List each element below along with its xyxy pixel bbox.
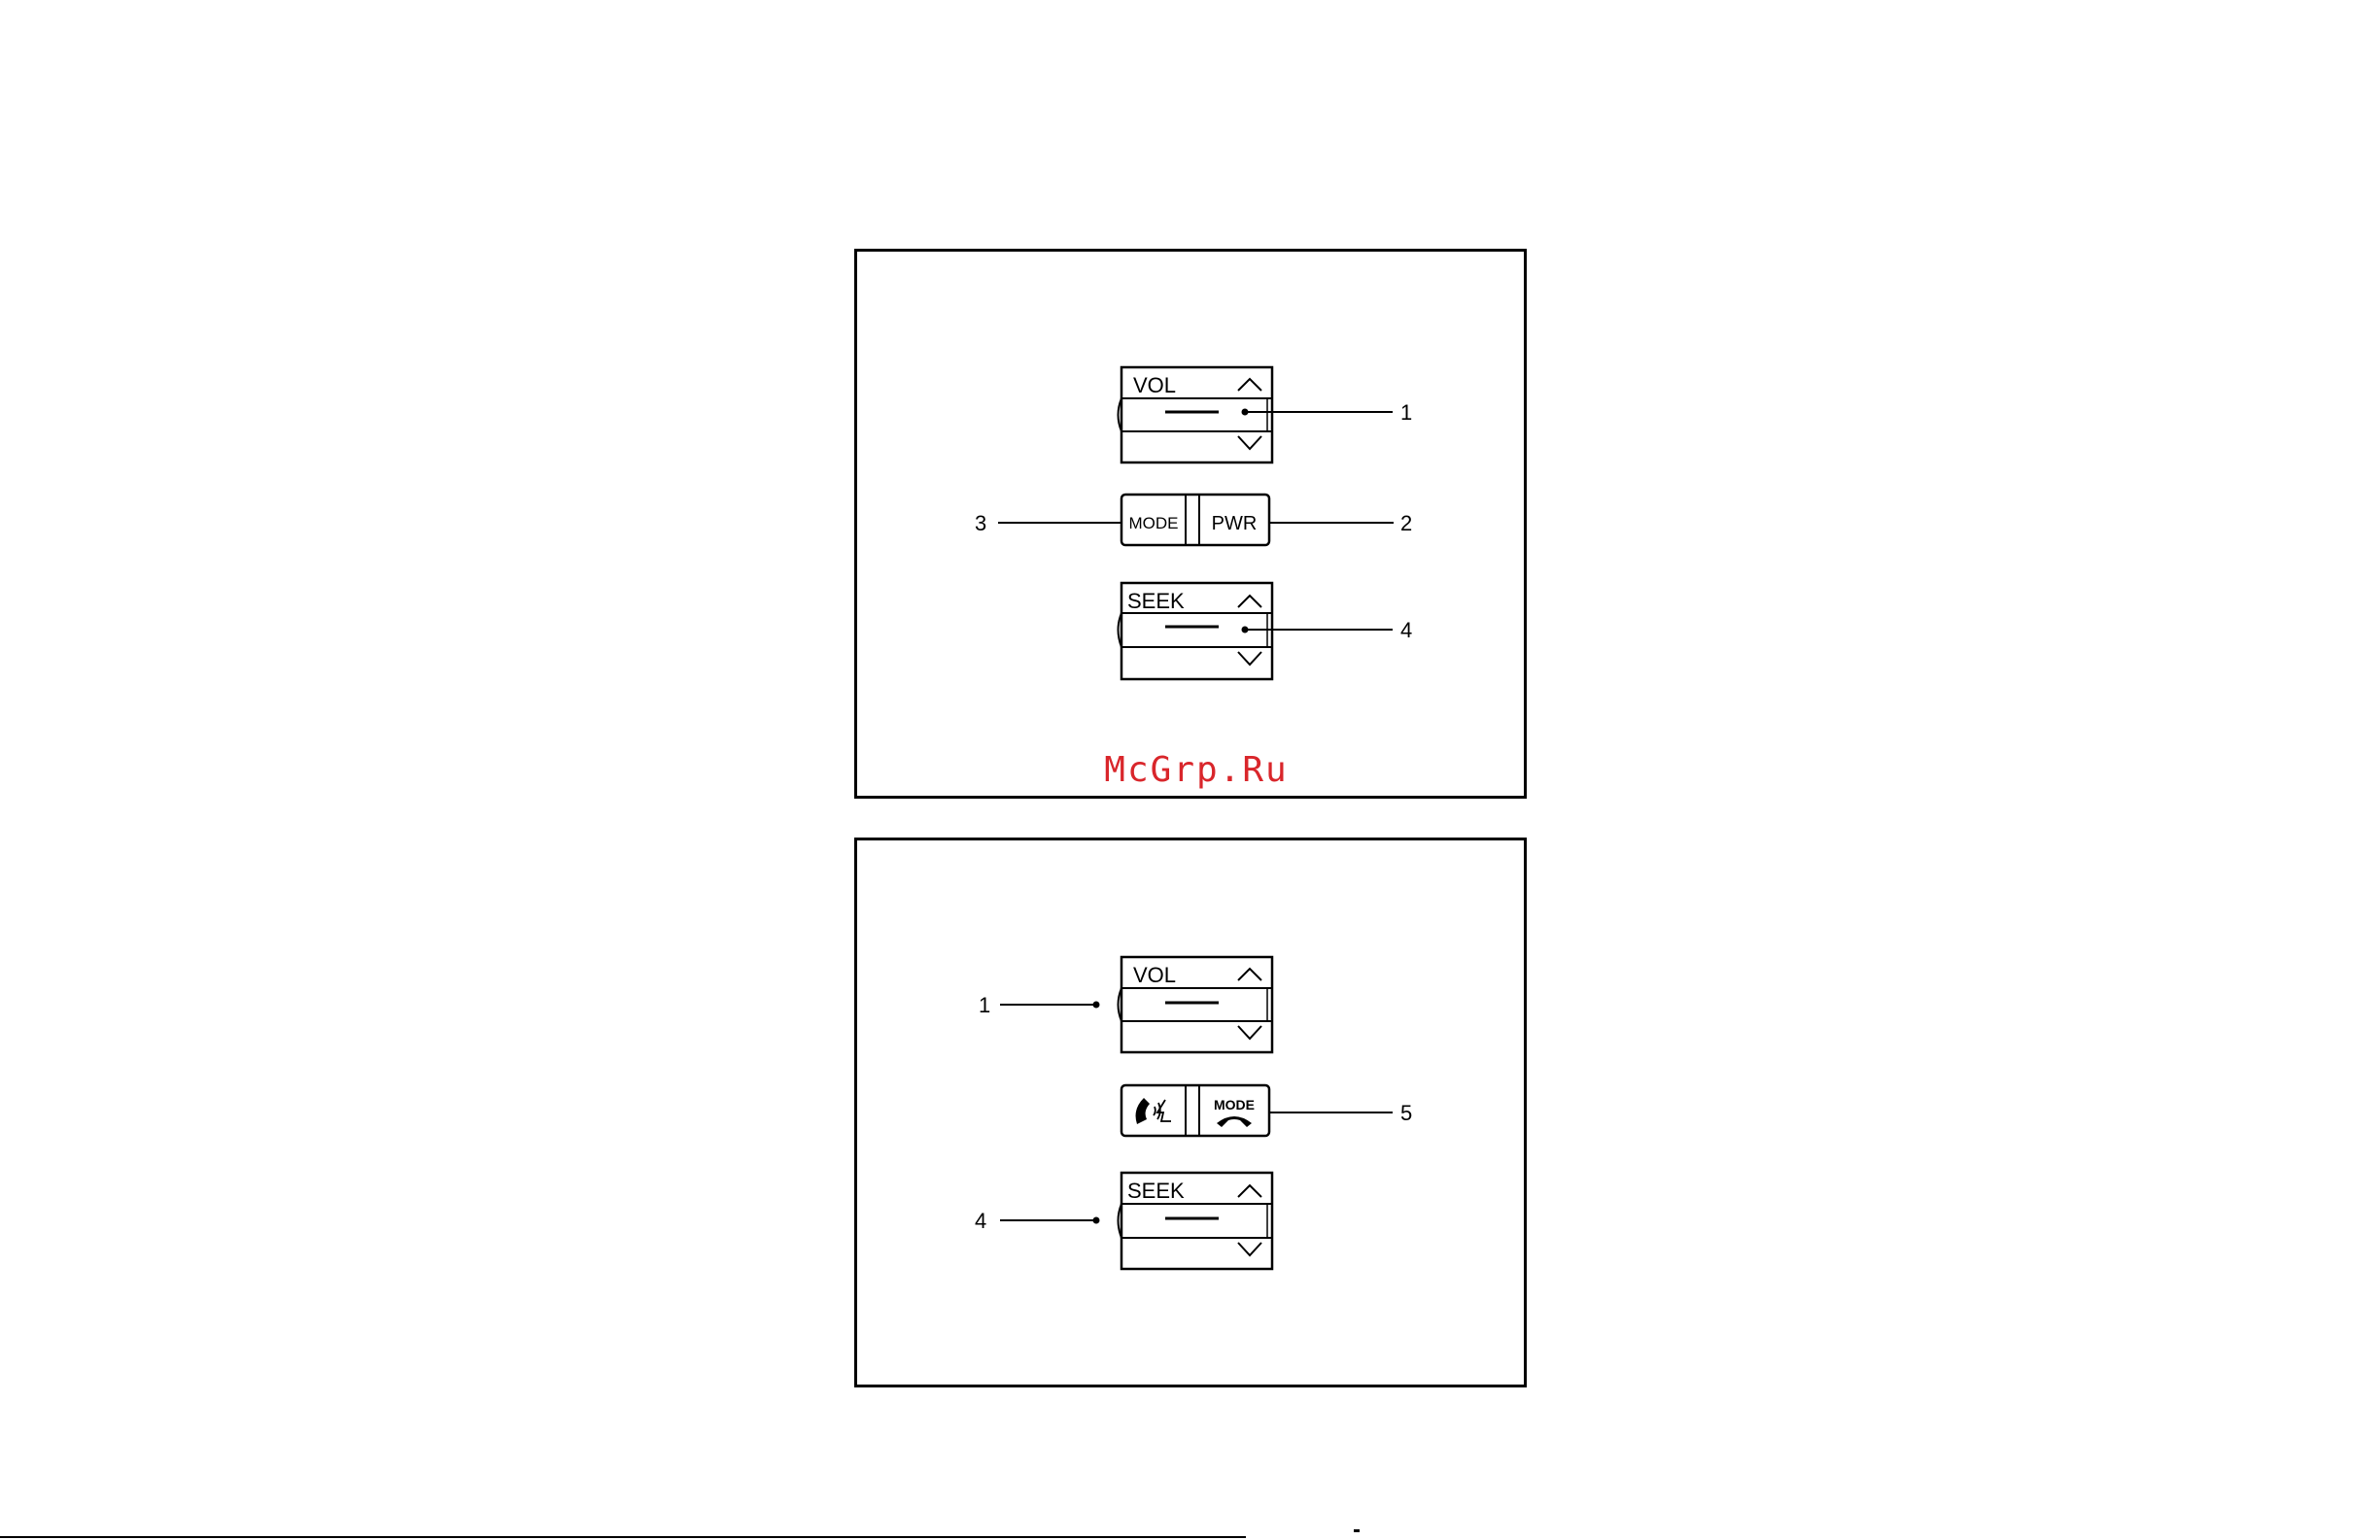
pwr-button-label: PWR	[1212, 513, 1258, 534]
mode-pwr-button-group[interactable]: MODE PWR	[1121, 495, 1269, 545]
vol-switch[interactable]: VOL	[1119, 957, 1273, 1052]
page-bottom-rule	[0, 1536, 1246, 1538]
diagram-bottom-svg: VOL 1 MODE 5	[854, 838, 1527, 1387]
callout-3: 3	[975, 511, 986, 535]
mode-button-label: MODE	[1214, 1097, 1255, 1112]
callout-4: 4	[1400, 618, 1412, 642]
seek-switch[interactable]: SEEK	[1119, 583, 1273, 679]
seek-label: SEEK	[1127, 589, 1185, 613]
mode-button-label: MODE	[1129, 514, 1179, 532]
vol-label: VOL	[1133, 963, 1176, 987]
seek-label: SEEK	[1127, 1179, 1185, 1203]
diagram-top-svg: VOL 1 MODE PWR 3 2 SEEK	[854, 249, 1527, 799]
callout-2: 2	[1400, 511, 1412, 535]
callout-4: 4	[975, 1209, 986, 1233]
diagram-panel-bottom: VOL 1 MODE 5	[854, 838, 1527, 1387]
callout-1: 1	[1400, 400, 1412, 425]
vol-switch[interactable]: VOL	[1119, 367, 1273, 462]
callout-5: 5	[1400, 1101, 1412, 1125]
callout-1: 1	[979, 993, 990, 1017]
watermark-text: McGrp.Ru	[1104, 750, 1288, 790]
page-mark	[1354, 1529, 1360, 1532]
vol-label: VOL	[1133, 373, 1176, 397]
diagram-panel-top: VOL 1 MODE PWR 3 2 SEEK	[854, 249, 1527, 799]
seek-switch[interactable]: SEEK	[1119, 1173, 1273, 1269]
phone-mode-button-group[interactable]: MODE	[1121, 1085, 1269, 1136]
